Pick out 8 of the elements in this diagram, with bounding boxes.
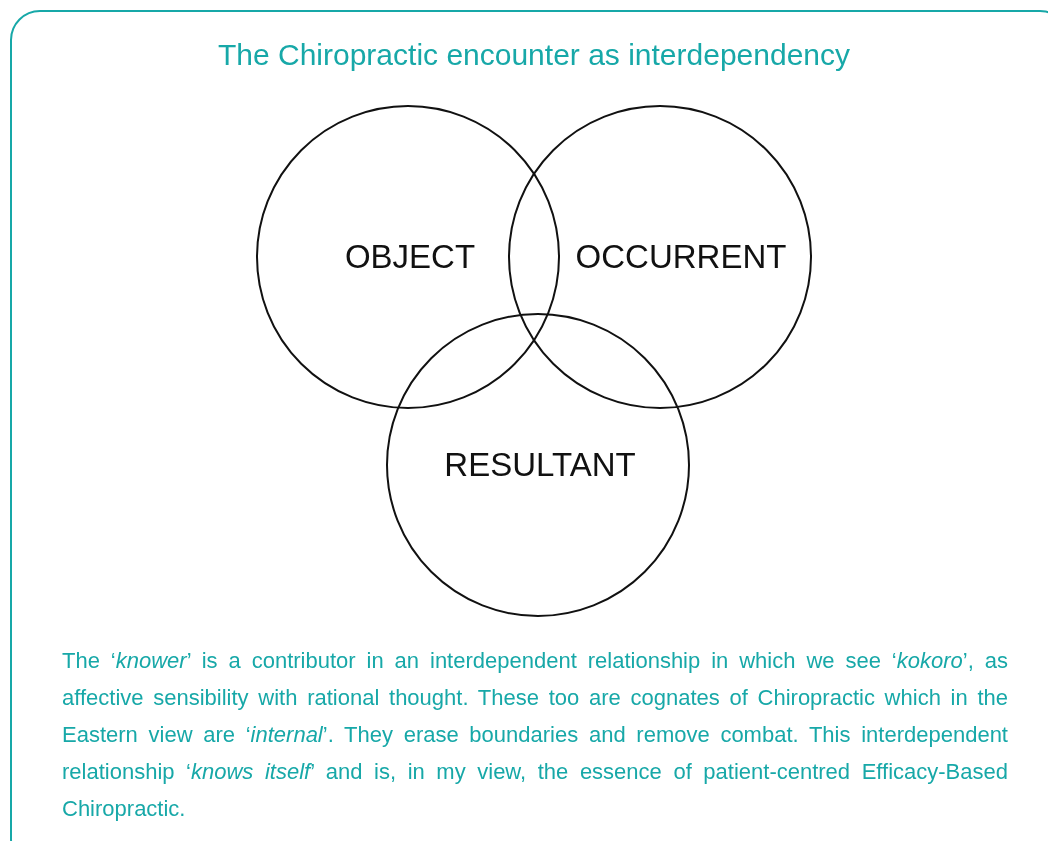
- circle-label: OBJECT: [344, 238, 476, 276]
- circle: [508, 105, 812, 409]
- circle-label: OCCURRENT: [575, 238, 787, 276]
- title: The Chiropractic encounter as interdependency: [216, 38, 851, 72]
- circle: [256, 105, 560, 409]
- circle-label: RESULTANT: [444, 446, 636, 484]
- circle: [386, 313, 690, 617]
- caption: The ‘knower’ is a contributor in an interdependent relationship in which we see ‘kokoro’, as affective sensibility with rational thought. These too are cognates of Chiropractic which in the Eastern view are ‘internal’. They erase boundaries and remove combat. This interdependent relationship ‘knows itself’ and is, in my view, the essence of patient-centred Efficacy-Based Chiropractic.: [62, 647, 1008, 823]
